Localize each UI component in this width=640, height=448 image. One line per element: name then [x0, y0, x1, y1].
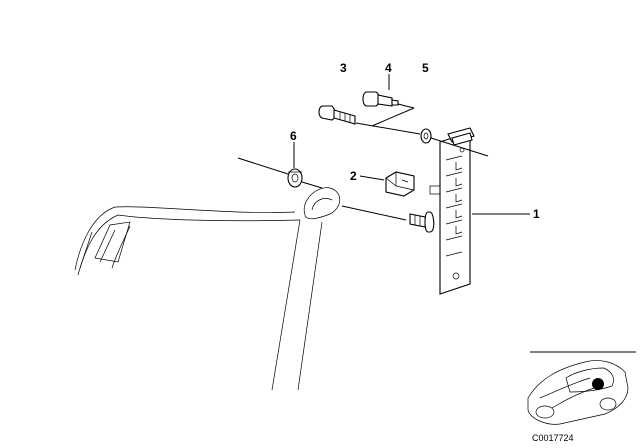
belt-guide-loop — [271, 187, 341, 391]
part-3-bolt — [318, 105, 356, 125]
car-location-inset: C0017724 — [527, 351, 636, 443]
part-5-washer — [420, 128, 432, 144]
part-6-nut — [287, 168, 303, 188]
callout-2: 2 — [350, 169, 357, 183]
seat-belt-strap — [74, 206, 301, 276]
callout-1: 1 — [533, 207, 540, 221]
callout-4: 4 — [385, 61, 392, 75]
part-2-clip — [385, 171, 415, 197]
image-code: C0017724 — [532, 433, 574, 443]
part-1-adjuster-rail — [429, 127, 475, 295]
callout-3: 3 — [340, 61, 347, 75]
anchor-bolt — [409, 211, 435, 233]
callout-6: 6 — [290, 129, 297, 143]
leader-lines — [237, 74, 530, 221]
part-4-bolt — [362, 91, 399, 107]
callout-5: 5 — [422, 61, 429, 75]
callout-labels: 1 2 3 4 5 6 — [290, 61, 540, 221]
location-marker-dot — [592, 378, 604, 390]
